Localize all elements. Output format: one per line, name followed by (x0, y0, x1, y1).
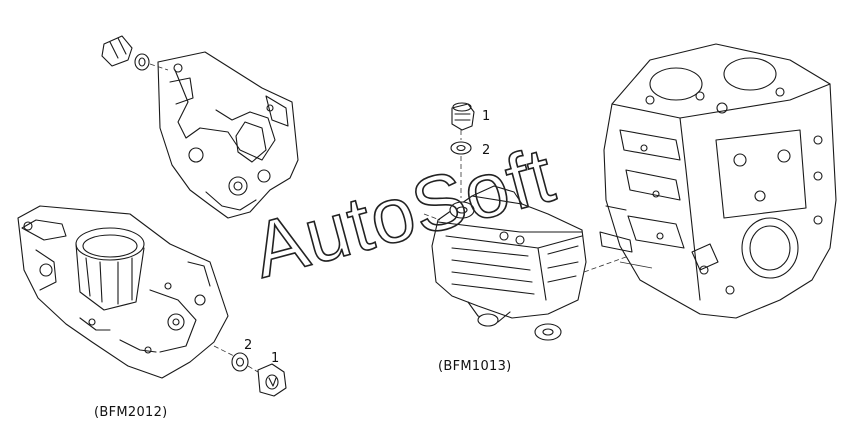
bfm1013-oil-cooler (423, 185, 641, 341)
bfm2012-lower-housing (17, 205, 229, 379)
bfm2012-callouts: 2 1 (BFM2012) (94, 338, 279, 420)
bfm1013-callout-1: 1 (482, 109, 490, 124)
bfm1013-caption: (BFM1013) (438, 359, 512, 374)
bfm2012-caption: (BFM2012) (94, 405, 168, 420)
bfm1013-plug (450, 102, 475, 198)
bfm1013-callout-2: 2 (482, 143, 490, 158)
bfm2012-callout-2: 2 (244, 338, 252, 353)
bfm2012-upper-plug (101, 35, 169, 71)
bfm2012-lower-plug (213, 345, 287, 397)
bfm2012-callout-1: 1 (271, 351, 279, 366)
engine-block (599, 43, 837, 319)
bfm2012-upper-housing (157, 51, 299, 219)
bfm1013-callouts: 1 2 (BFM1013) (438, 109, 512, 374)
